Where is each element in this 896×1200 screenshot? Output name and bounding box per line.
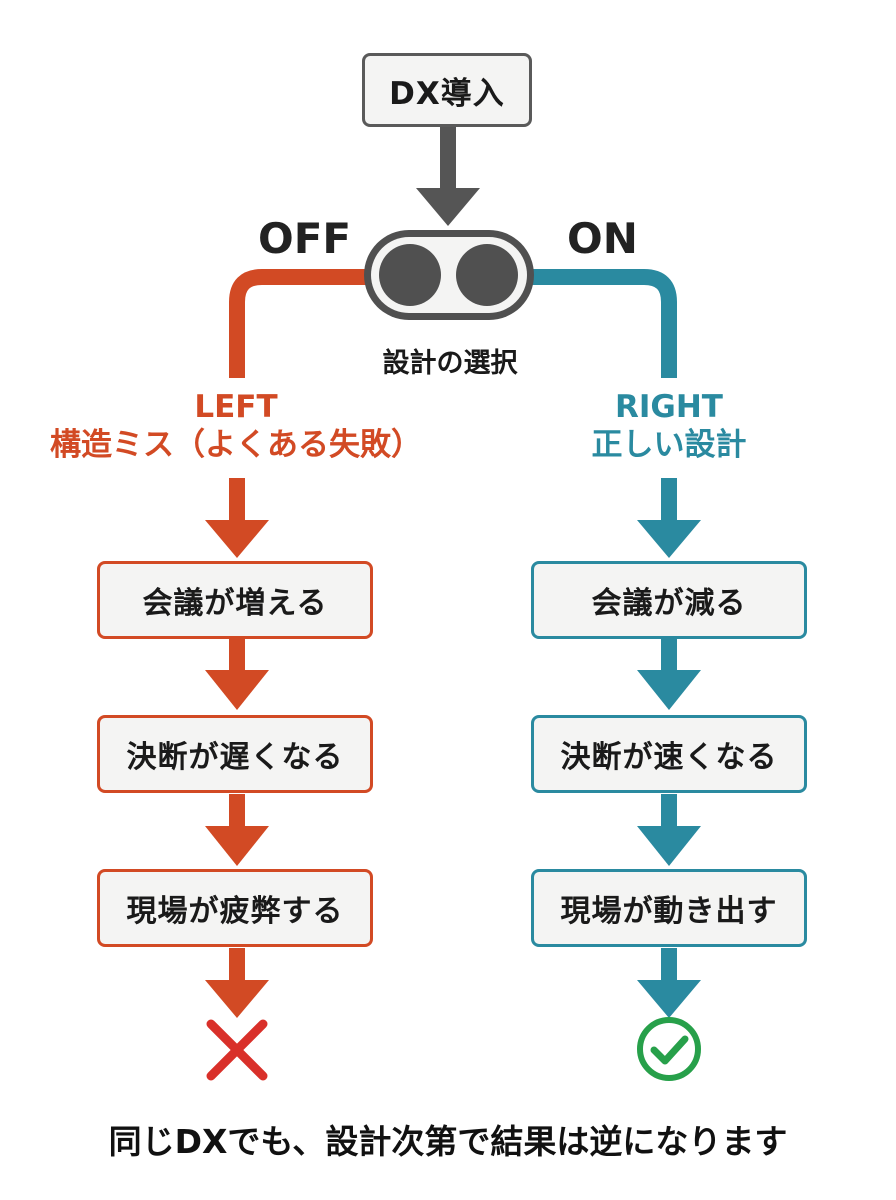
right-step-2: 決断が速くなる [531,715,807,793]
left-branch-line [229,269,368,378]
start-node-dx-introduction: DX導入 [362,53,532,127]
left-branch-subtitle: 構造ミス（よくある失敗） [50,427,422,463]
right-branch-line [528,269,677,378]
left-arrows [205,478,269,1018]
switch-on-label: ON [567,214,638,263]
right-branch-title: RIGHT [615,389,723,425]
left-step-3: 現場が疲弊する [97,869,373,947]
toggle-switch [364,230,534,320]
right-branch-subtitle: 正しい設計 [591,427,747,463]
switch-off-label: OFF [258,214,352,263]
left-branch-title: LEFT [194,389,278,425]
right-branch-header: RIGHT 正しい設計 [531,388,807,464]
left-step-1: 会議が増える [97,561,373,639]
left-step-2: 決断が遅くなる [97,715,373,793]
switch-caption: 設計の選択 [382,348,518,379]
start-arrow [416,127,480,226]
switch-off-knob [379,244,441,306]
right-step-3: 現場が動き出す [531,869,807,947]
cross-icon [206,1019,268,1081]
switch-on-knob [456,244,518,306]
footer-caption: 同じDXでも、設計次第で結果は逆になります [108,1122,788,1161]
check-circle-icon [637,1017,701,1081]
right-step-1: 会議が減る [531,561,807,639]
left-branch-header: LEFT 構造ミス（よくある失敗） [20,388,452,464]
right-arrows [637,478,701,1018]
